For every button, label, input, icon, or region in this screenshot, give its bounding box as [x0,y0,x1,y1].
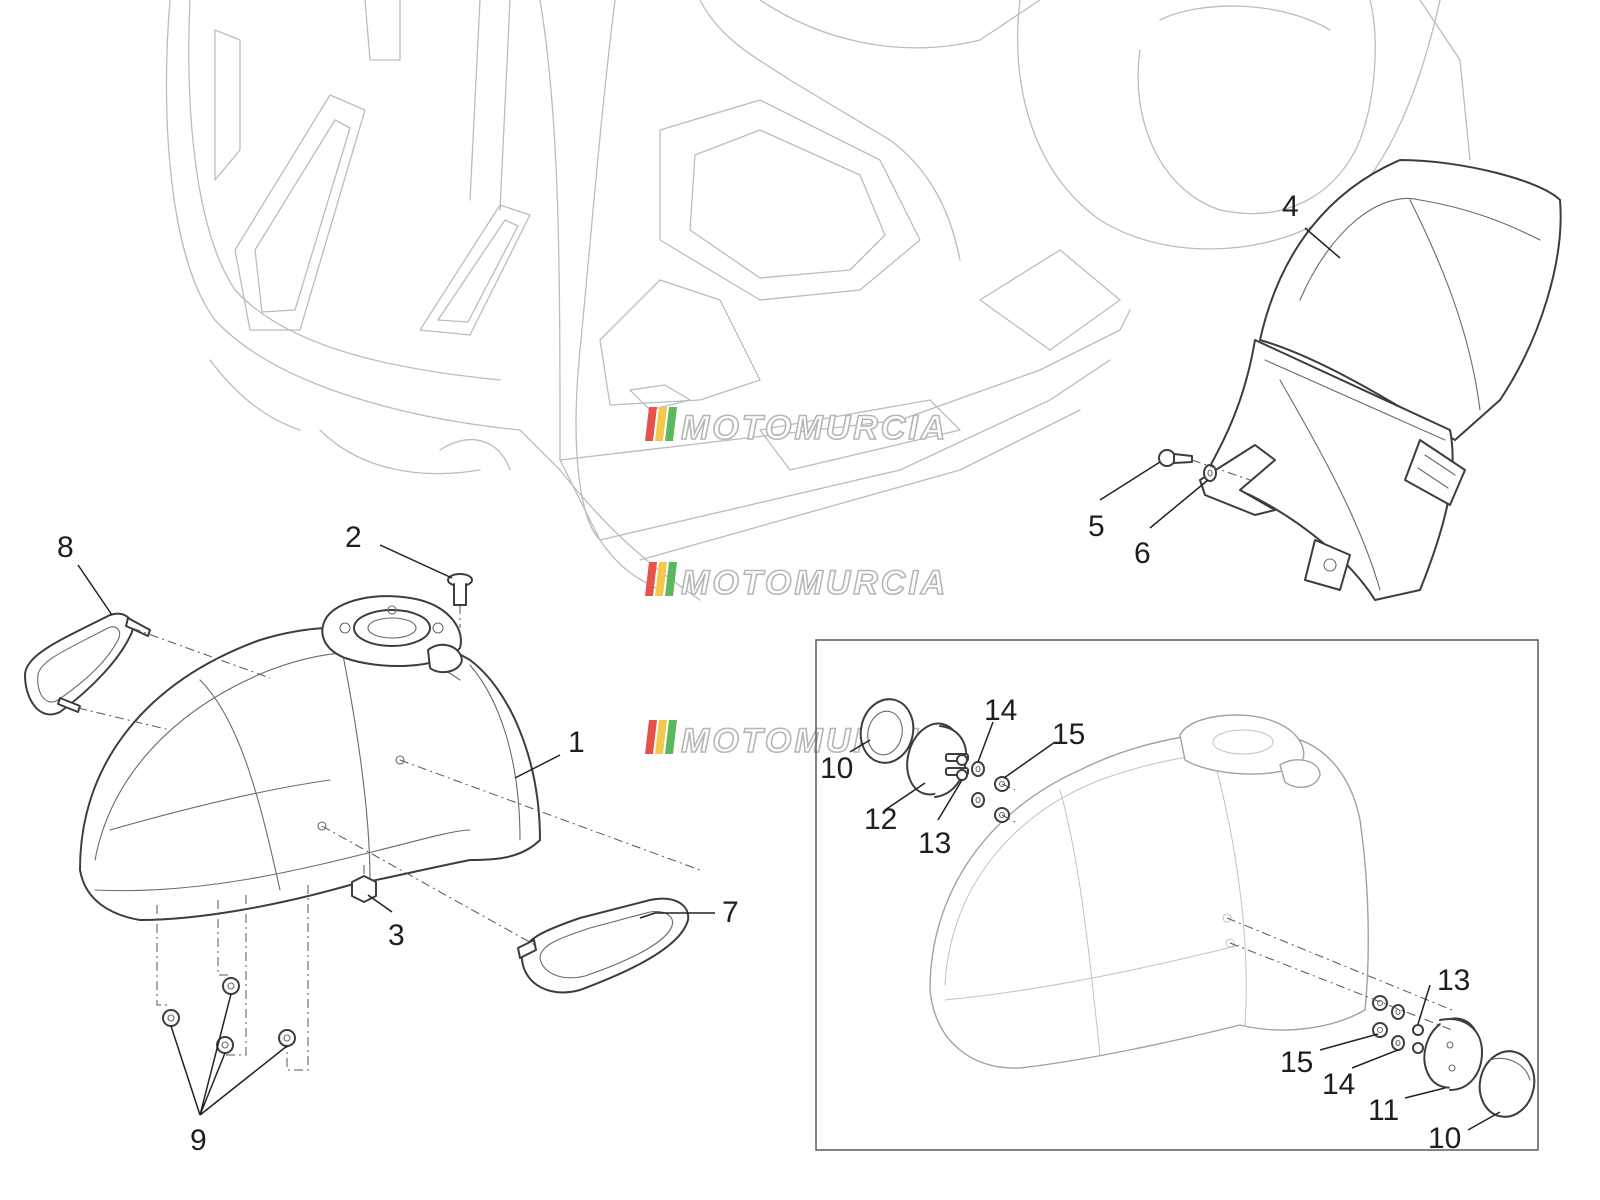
callout-5: 5 [1088,510,1105,543]
callout-4: 4 [1282,190,1299,223]
callout-8: 8 [57,531,74,564]
scooter-body-outline [165,0,1471,601]
watermark-text: MOTOMURCIA [681,564,948,602]
callout-7: 7 [722,896,739,929]
cap-10-upper [859,698,915,764]
bolt-5 [1158,449,1193,467]
watermark-text: MOTOMURCIA [681,409,948,447]
callout-10-upper: 10 [820,752,853,785]
trim-8 [24,612,151,716]
bushings-13-upper [956,754,968,781]
callout-13-upper: 13 [918,827,951,860]
callout-14-upper: 14 [984,694,1017,727]
watermark-logo: MOTOMURCIA [645,407,948,448]
front-mudguard [79,595,541,921]
callout-11: 11 [1368,1094,1399,1127]
cap-10-lower [1478,1050,1536,1118]
washer-6 [1203,464,1217,482]
bushings-13-lower [1412,1024,1424,1054]
rear-mudguard [1199,159,1562,601]
emblem-base-11 [1423,1017,1483,1091]
callout-labels: 1 2 3 4 5 6 7 8 9 10 12 13 14 15 13 15 1… [57,190,1470,1157]
leader-lines [77,227,1501,1131]
callout-15-upper: 15 [1052,718,1085,751]
callout-13-lower: 13 [1437,964,1470,997]
callout-14-lower: 14 [1322,1068,1355,1101]
callout-1: 1 [568,726,585,759]
screw-2 [447,573,473,606]
callout-9: 9 [190,1124,207,1157]
clips-9 [162,977,296,1054]
detail-inset [815,639,1539,1151]
watermark-logo: MOTOMURCIA [645,562,948,603]
callout-2: 2 [345,521,362,554]
washers-14-upper [971,761,985,808]
callout-3: 3 [388,919,405,952]
nuts-15-lower [1372,995,1388,1038]
assembly-lines-left [77,605,701,1071]
callout-12: 12 [864,803,897,836]
callout-6: 6 [1134,537,1151,570]
callout-15-lower: 15 [1280,1046,1313,1079]
washers-14-lower [1391,1004,1405,1051]
trim-7 [517,897,690,994]
callout-10-lower: 10 [1428,1122,1461,1155]
